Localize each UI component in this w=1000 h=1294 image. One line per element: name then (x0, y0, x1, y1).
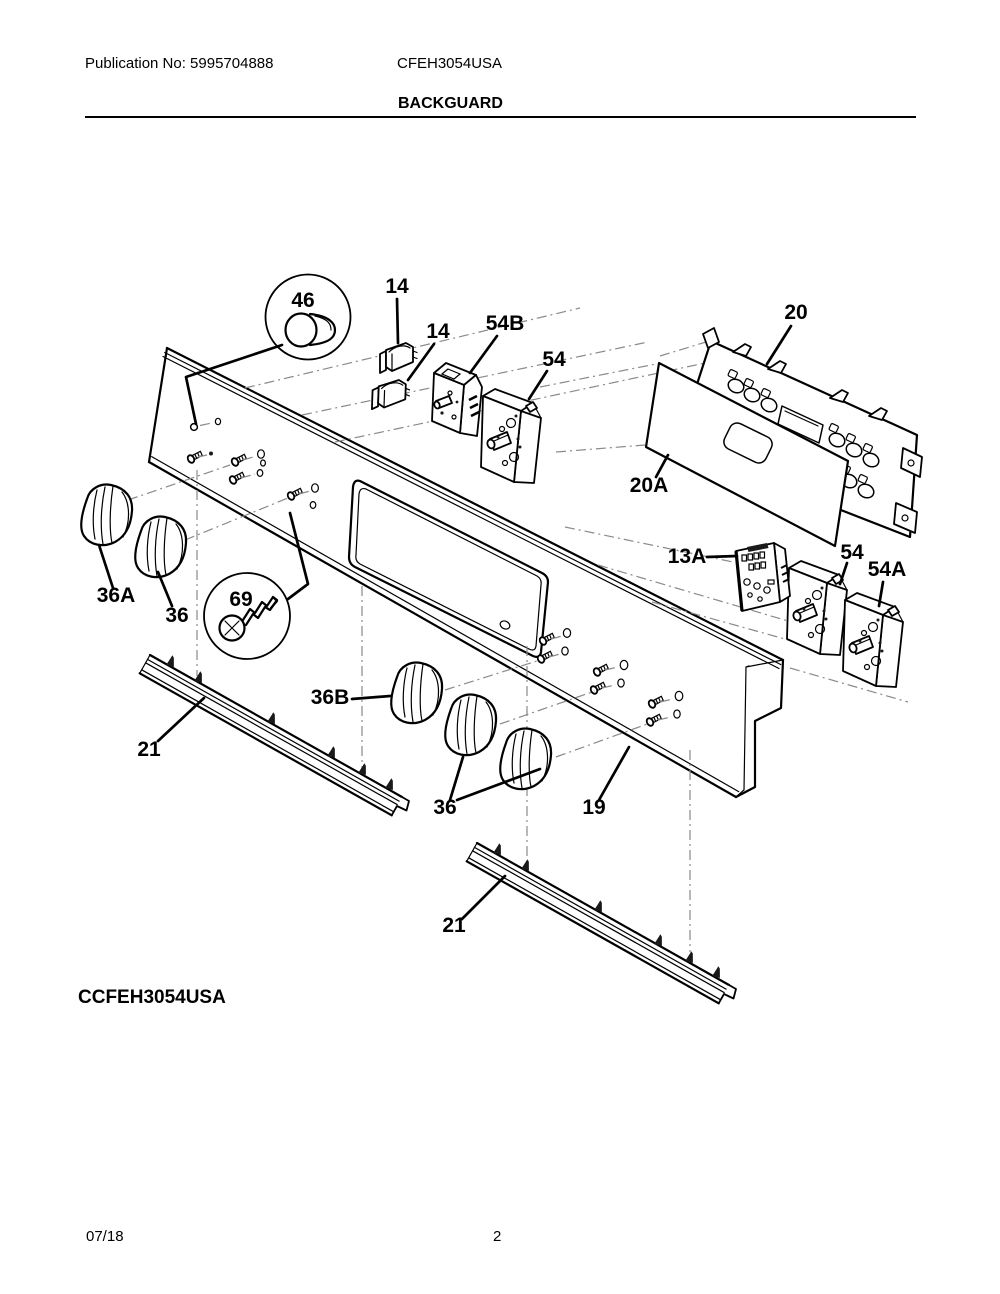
knob-36b (390, 661, 444, 725)
switch-14-b (371, 378, 411, 412)
callout-36-left: 36 (165, 604, 188, 627)
board-display-window (777, 405, 824, 444)
detail-circle-69 (203, 572, 291, 660)
backguard-panel (147, 346, 785, 799)
switch-54b (431, 362, 483, 437)
timer-13a (734, 542, 791, 612)
callout-54-lower: 54 (840, 541, 864, 564)
publication-number: Publication No: 5995704888 (85, 55, 274, 72)
callout-14-b: 14 (426, 320, 450, 343)
trim-strip-upper (138, 653, 411, 817)
board-mounting-clips (732, 343, 888, 421)
callout-21-lower: 21 (442, 914, 466, 937)
model-number: CFEH3054USA (397, 55, 503, 72)
callout-labels: 46 14 14 54B 54 20 20A 13A 54 54A 36A 36… (97, 275, 907, 937)
callout-46: 46 (291, 289, 314, 312)
callout-14-a: 14 (385, 275, 409, 298)
switch-54-top (480, 388, 542, 484)
callout-20a: 20A (630, 474, 669, 497)
callout-13a: 13A (668, 545, 707, 568)
switch-54-lower (786, 560, 848, 656)
switch-54a (842, 592, 904, 688)
detail-circle-46 (264, 273, 352, 361)
section-title: BACKGUARD (398, 95, 503, 112)
callout-19: 19 (582, 796, 605, 819)
callout-36-pair: 36 (433, 796, 456, 819)
switch-14-a (379, 342, 418, 374)
panel-window-cutout (347, 479, 550, 658)
model-variant-label: CCFEH3054USA (78, 987, 226, 1008)
footer-page-number: 2 (493, 1228, 502, 1245)
callout-54a: 54A (868, 558, 907, 581)
callout-36b: 36B (311, 686, 350, 709)
callout-20: 20 (784, 301, 807, 324)
overlay-panel (644, 361, 850, 548)
leader-lines (97, 297, 885, 921)
header-divider (85, 116, 916, 118)
callout-36a: 36A (97, 584, 136, 607)
knob-36-left (134, 515, 188, 579)
panel-screws (185, 417, 684, 729)
callout-21-upper: 21 (137, 738, 161, 761)
callout-69: 69 (229, 588, 252, 611)
callout-54b: 54B (486, 312, 525, 335)
knob-36a (80, 483, 134, 547)
knob-36-mid (444, 693, 498, 757)
callout-54-top: 54 (542, 348, 566, 371)
footer-date: 07/18 (86, 1228, 124, 1245)
trim-strip-lower (465, 841, 738, 1005)
